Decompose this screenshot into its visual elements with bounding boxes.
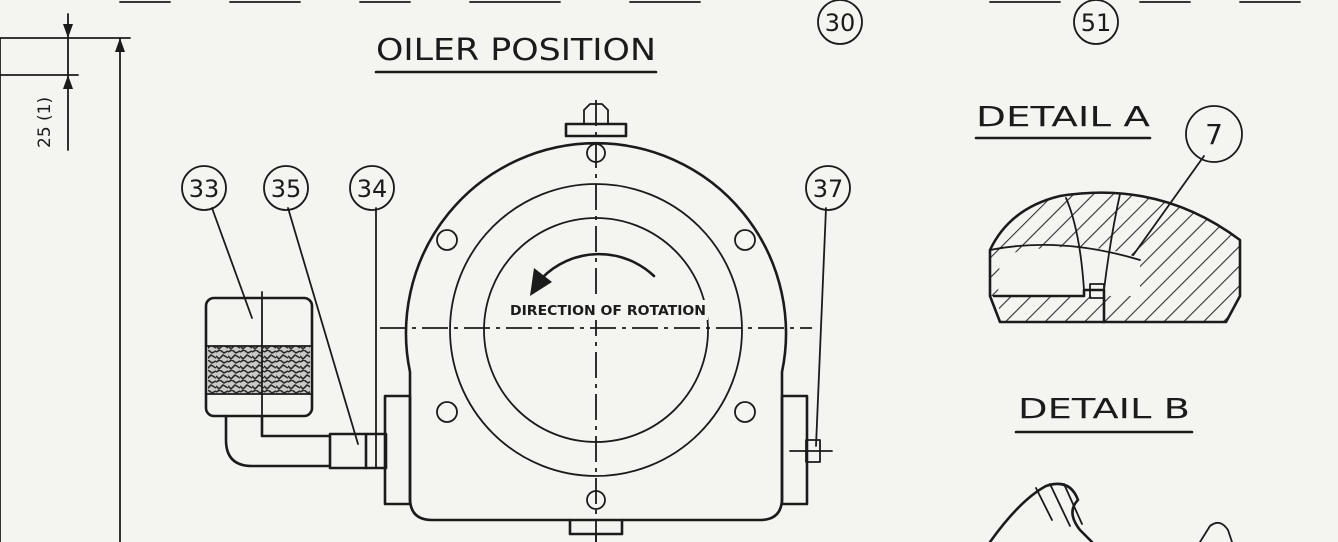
oiler-elbow <box>224 414 332 468</box>
leader-lines <box>211 155 1205 447</box>
balloon-35: 35 <box>263 165 309 211</box>
balloon-37-label: 37 <box>813 175 844 203</box>
detail-a-title: DETAIL A <box>976 100 1150 133</box>
balloon-37: 37 <box>805 165 851 211</box>
housing-outline <box>404 142 788 522</box>
plug-37 <box>789 439 833 463</box>
arrowhead-up <box>63 75 73 89</box>
bolt-hole <box>734 401 756 423</box>
detail-b-title: DETAIL B <box>1018 392 1190 425</box>
balloon-51: 51 <box>1073 0 1119 45</box>
rotation-label: DIRECTION OF ROTATION <box>510 304 706 319</box>
centerlines <box>380 100 812 542</box>
balloon-33-label: 33 <box>189 175 220 203</box>
balloon-51-label: 51 <box>1081 9 1112 37</box>
bolt-hole <box>436 229 458 251</box>
rotation-arrowhead <box>530 268 552 296</box>
balloon-35-label: 35 <box>271 175 302 203</box>
oiler-assembly <box>204 291 388 470</box>
balloon-33: 33 <box>181 165 227 211</box>
balloon-7-label: 7 <box>1205 118 1223 151</box>
balloon-34: 34 <box>349 165 395 211</box>
balloon-34-label: 34 <box>357 175 388 203</box>
balloon-30-label: 30 <box>825 9 856 37</box>
arrowhead-down <box>63 24 73 38</box>
rotation-indicator: DIRECTION OF ROTATION <box>508 252 708 320</box>
dimension-25: 25 (1) <box>0 13 131 542</box>
detail-b-view <box>988 482 1233 542</box>
oiler-filter <box>208 346 310 394</box>
bolt-hole <box>436 401 458 423</box>
balloon-7: 7 <box>1185 105 1243 163</box>
dimension-value: 25 (1) <box>35 97 55 148</box>
view-title-oiler-position: OILER POSITION <box>376 33 656 68</box>
oiler-cup <box>204 296 314 418</box>
rotation-arc <box>540 252 656 280</box>
left-boss <box>383 394 412 506</box>
top-boss <box>564 122 628 138</box>
right-boss <box>780 394 809 506</box>
arrowhead-overall <box>115 38 125 52</box>
bolt-hole <box>734 229 756 251</box>
balloon-30: 30 <box>817 0 863 45</box>
nipple <box>328 432 368 470</box>
detail-a-view <box>988 191 1242 324</box>
detail-a-outline <box>988 191 1242 324</box>
